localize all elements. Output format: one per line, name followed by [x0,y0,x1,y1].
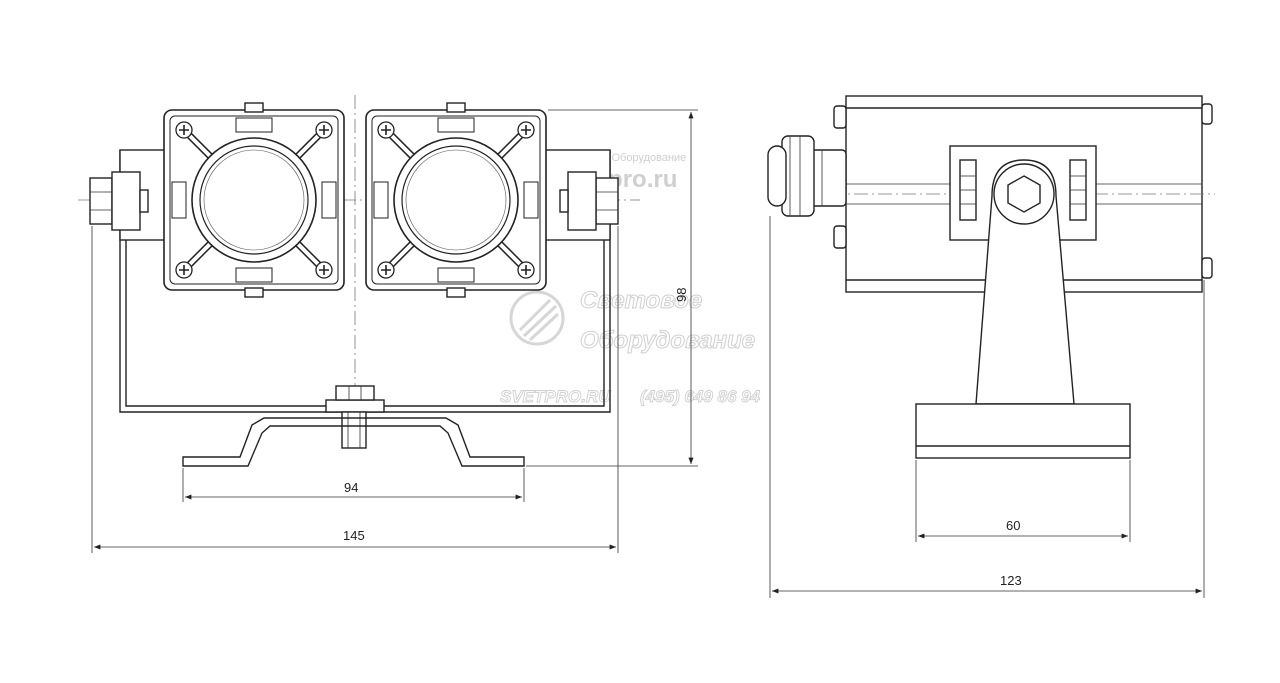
dim-front-height: 98 [674,288,689,302]
dim-mount-width: 94 [344,480,358,495]
right-bolt [559,171,619,231]
front-view: 94 145 98 [78,95,698,553]
center-bolt [325,385,385,449]
side-view: 60 123 [767,95,1215,598]
watermark-contact-site: SVETPRO.RU [500,387,611,406]
dim-front-width: 145 [343,528,365,543]
lens-module-left [164,102,344,298]
dim-side-width: 123 [1000,573,1022,588]
lens-module-right [366,102,546,298]
watermark-line1: Световое [580,287,702,314]
dim-base-width: 60 [1006,518,1020,533]
cable-gland [767,135,847,217]
watermark: Световое Оборудование svetpro.ru Светово… [500,152,761,406]
left-bolt [89,171,149,231]
watermark-line2: Оборудование [580,327,755,354]
watermark-logo-icon [509,290,565,346]
watermark-contact-phone: (495) 649 86 94 [640,387,761,406]
